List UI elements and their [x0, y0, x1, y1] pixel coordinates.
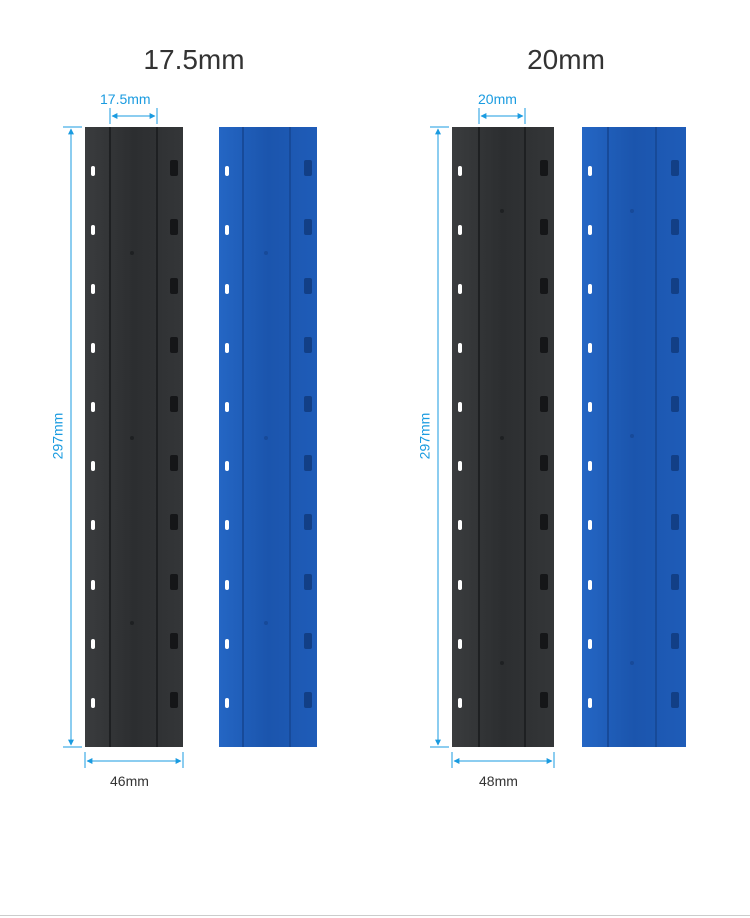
group-2-spine-width-label: 20mm [478, 91, 517, 107]
group-1-dark-slots [91, 166, 95, 708]
group-2-dark-strip [452, 127, 554, 747]
group-2-title: 20mm [527, 44, 605, 75]
group-2-blue-slots [588, 166, 592, 708]
group-1-spine-width-label: 17.5mm [100, 91, 151, 107]
bottom-divider [0, 915, 750, 916]
group-1-dark-strip [85, 127, 183, 747]
group-1-blue-slots [225, 166, 229, 708]
group-1-dimensions [63, 108, 184, 768]
group-2-dark-slots [458, 166, 462, 708]
group-1-width-label: 46mm [110, 773, 149, 789]
group-1-blue-teeth [304, 160, 312, 708]
group-2-width-label: 48mm [479, 773, 518, 789]
group-2-strips [452, 127, 686, 747]
group-1-dark-teeth [170, 160, 178, 708]
group-2-dark-teeth [540, 160, 548, 708]
group-2-blue-teeth [671, 160, 679, 708]
group-2-blue-strip [582, 127, 686, 747]
group-1-blue-strip [219, 127, 317, 747]
group-1-strips [85, 127, 317, 747]
group-2-dimensions [430, 108, 555, 768]
group-1-title: 17.5mm [143, 44, 245, 75]
